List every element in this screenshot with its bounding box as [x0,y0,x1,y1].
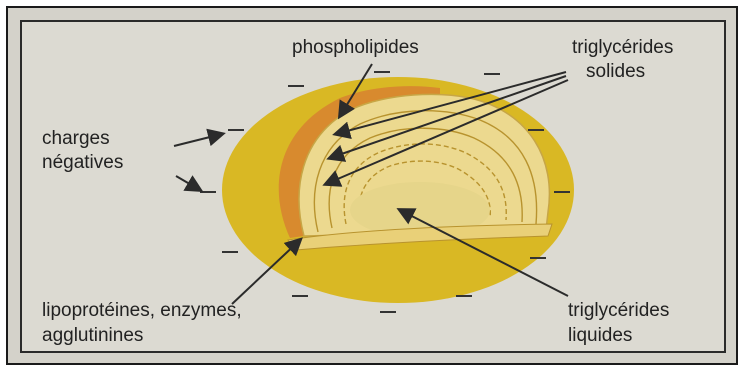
arrow-charges-1 [174,134,222,146]
label-charges-line2: négatives [42,152,123,174]
arrow-charges-2 [176,176,200,190]
label-lipo-line2: agglutinines [42,325,143,347]
label-tg-solid-line1: triglycérides [572,37,673,59]
label-lipo-line1: lipoprotéines, enzymes, [42,300,242,322]
label-phospholipids: phospholipides [292,37,419,59]
label-tg-solid-line2: solides [586,61,645,83]
label-charges-line1: charges [42,128,110,150]
label-tg-liquid-line1: triglycérides [568,300,669,322]
label-tg-liquid-line2: liquides [568,325,632,347]
